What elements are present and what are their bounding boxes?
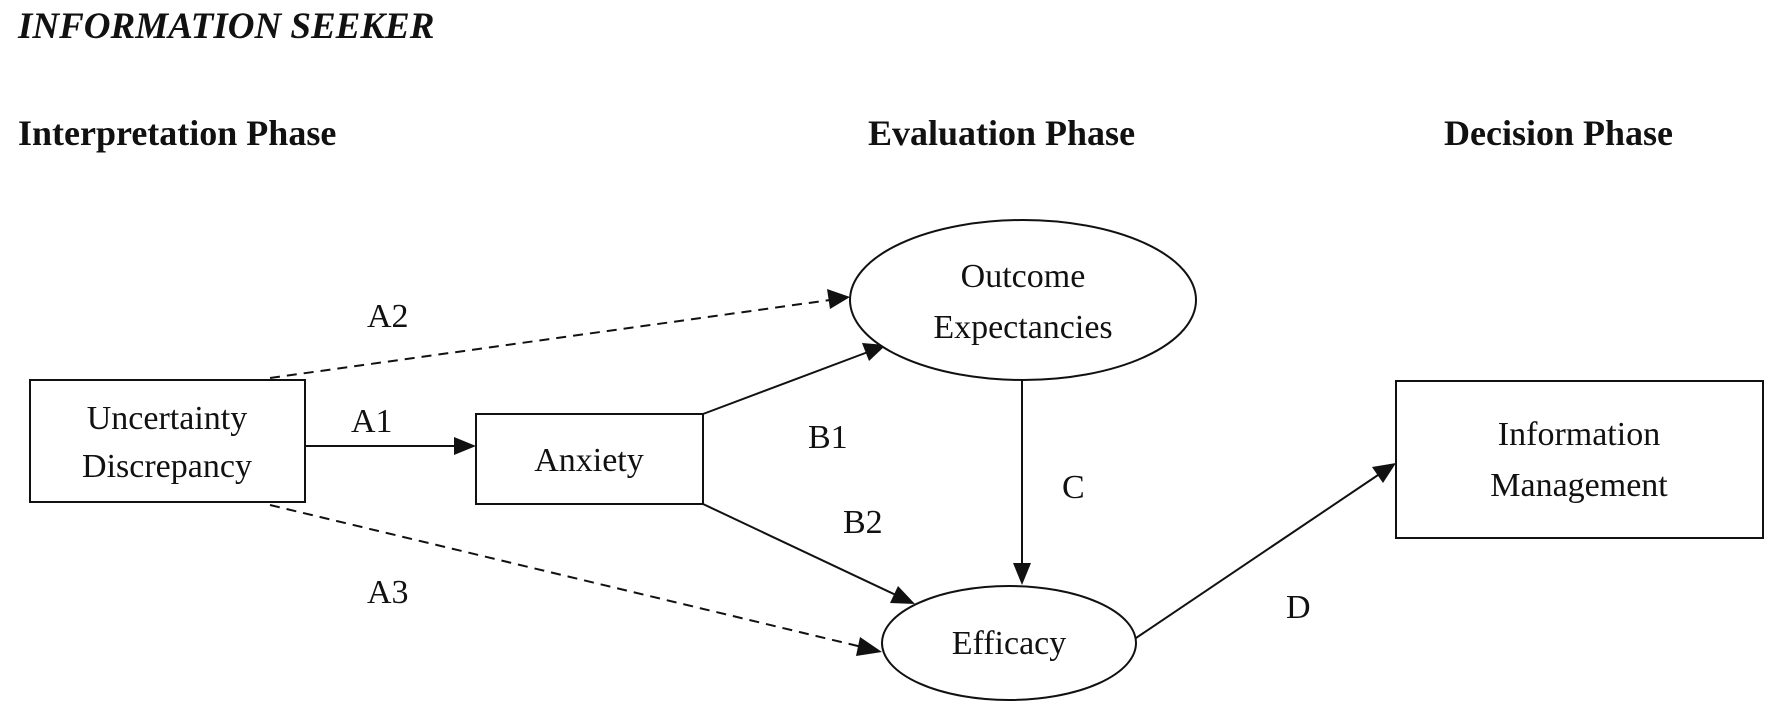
diagram-title: INFORMATION SEEKER bbox=[17, 6, 434, 47]
edge-label-a2: A2 bbox=[367, 298, 409, 335]
node-uncertainty-line1: Uncertainty bbox=[87, 400, 248, 437]
edge-a3 bbox=[269, 504, 863, 648]
arrowhead-c bbox=[1013, 563, 1031, 585]
node-uncertainty-discrepancy: Uncertainty Discrepancy bbox=[29, 379, 306, 503]
node-uncertainty-box bbox=[29, 379, 306, 503]
node-efficacy-ellipse bbox=[881, 585, 1137, 701]
node-information-box bbox=[1395, 380, 1764, 539]
node-efficacy: Efficacy bbox=[881, 585, 1137, 701]
node-outcome-expectancies: Outcome Expectancies bbox=[849, 219, 1197, 381]
node-information-line1: Information bbox=[1498, 416, 1660, 453]
arrowhead-b1 bbox=[862, 343, 886, 361]
node-uncertainty-line2: Discrepancy bbox=[82, 448, 252, 485]
edge-label-b2: B2 bbox=[843, 504, 883, 541]
arrowhead-d bbox=[1372, 463, 1396, 483]
phase-decision: Decision Phase bbox=[1444, 113, 1673, 153]
node-anxiety: Anxiety bbox=[475, 413, 704, 505]
edge-label-d: D bbox=[1286, 589, 1311, 626]
node-information-line2: Management bbox=[1490, 467, 1668, 504]
edge-a2 bbox=[269, 299, 831, 379]
edge-b1 bbox=[702, 351, 869, 415]
node-outcome-line2: Expectancies bbox=[933, 309, 1112, 346]
node-anxiety-label: Anxiety bbox=[534, 442, 644, 479]
node-information-management: Information Management bbox=[1395, 380, 1764, 539]
edge-label-a1: A1 bbox=[351, 403, 393, 440]
arrowhead-a3 bbox=[856, 637, 882, 656]
edge-label-a3: A3 bbox=[367, 574, 409, 611]
arrowhead-a1 bbox=[454, 437, 476, 455]
node-outcome-line1: Outcome bbox=[961, 258, 1086, 295]
edge-label-b1: B1 bbox=[808, 419, 848, 456]
phase-interpretation: Interpretation Phase bbox=[18, 113, 336, 153]
edge-b2 bbox=[702, 503, 899, 597]
edges bbox=[269, 289, 1396, 656]
node-anxiety-box bbox=[475, 413, 704, 505]
phase-evaluation: Evaluation Phase bbox=[868, 113, 1135, 153]
node-efficacy-label: Efficacy bbox=[952, 625, 1067, 662]
arrowhead-a2 bbox=[827, 289, 850, 309]
node-outcome-ellipse bbox=[849, 219, 1197, 381]
edge-label-c: C bbox=[1062, 469, 1085, 506]
arrowhead-b2 bbox=[890, 586, 915, 604]
edge-d bbox=[1135, 472, 1382, 639]
